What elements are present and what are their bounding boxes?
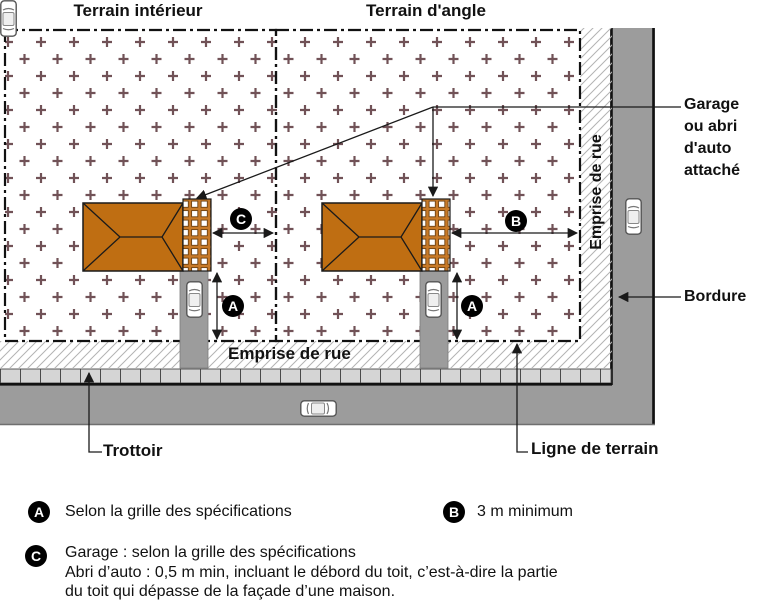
sidewalk xyxy=(0,368,612,386)
marker-b-badge: B xyxy=(505,210,527,232)
car-icon xyxy=(300,400,337,417)
emprise-hatched-area xyxy=(0,28,612,368)
car-icon xyxy=(625,198,642,235)
legend-c-line: Garage : selon la grille des spécificati… xyxy=(65,544,356,561)
legend-c-text: Garage : selon la grille des spécificati… xyxy=(65,543,558,602)
legend-c-line: Abri d’auto : 0,5 m min, incluant le déb… xyxy=(65,563,558,581)
garage-callout-line: ou abri xyxy=(684,118,738,135)
legend-c-line: du toit qui dépasse de la façade d’une m… xyxy=(65,583,396,600)
legend-b-badge: B xyxy=(443,501,465,523)
dimension-arrows xyxy=(211,227,579,341)
legend-b-text: 3 m minimum xyxy=(477,503,574,520)
legend-a-text: Selon la grille des spécifications xyxy=(65,503,292,520)
label-bordure: Bordure xyxy=(684,288,747,305)
car-icon xyxy=(0,0,17,37)
marker-c-badge: C xyxy=(230,208,252,230)
garage-callout: Garage ou abri d'auto attaché xyxy=(684,94,740,182)
car-icon xyxy=(186,281,203,318)
marker-a-badge: A xyxy=(461,295,483,317)
garage-callout-line: Garage xyxy=(684,96,740,113)
label-emprise-horizontal: Emprise de rue xyxy=(228,344,351,363)
garage-callout-line: attaché xyxy=(684,162,741,179)
car-icon xyxy=(425,281,442,318)
label-trottoir: Trottoir xyxy=(103,441,163,460)
marker-a-badge: A xyxy=(222,295,244,317)
attached-garage-left xyxy=(182,198,212,272)
title-corner-lot: Terrain d'angle xyxy=(366,1,486,20)
house-roof-right xyxy=(321,202,423,272)
leader-lines xyxy=(83,106,681,453)
house-roof-left xyxy=(82,202,184,272)
legend-c-badge: C xyxy=(25,545,47,567)
legend-a-badge: A xyxy=(28,501,50,523)
title-interior-lot: Terrain intérieur xyxy=(73,1,203,20)
garage-callout-line: d'auto xyxy=(684,140,732,157)
label-ligne-de-terrain: Ligne de terrain xyxy=(531,439,659,458)
label-emprise-vertical: Emprise de rue xyxy=(588,134,605,250)
attached-garage-right xyxy=(421,198,451,272)
